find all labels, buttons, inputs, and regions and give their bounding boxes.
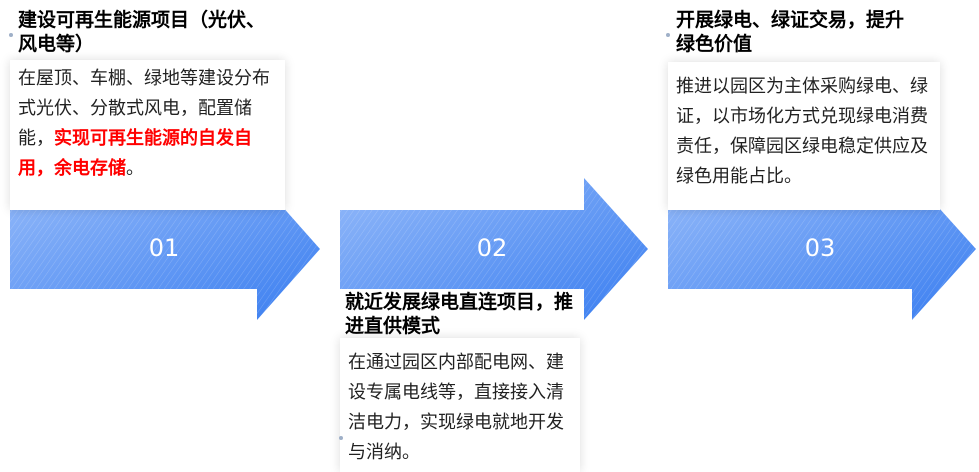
step-number-01: 01 [148,234,180,262]
arrow-01 [10,178,320,320]
step-01-body-tail: 。 [126,158,144,179]
step-01-card [10,60,285,210]
arrow-03 [668,178,976,320]
step-03-card [668,62,940,210]
step-01-body: 在屋顶、车棚、绿地等建设分布式光伏、分散式风电，配置储能，实现可再生能源的自发自… [18,64,280,184]
step-number-03: 03 [804,234,836,262]
step-02-marker [339,436,343,440]
step-01-body-text: 在屋顶、车棚、绿地等建设分布式光伏、分散式风电，配置储能， [18,68,270,149]
step-01-title: 建设可再生能源项目（光伏、风电等） [18,9,266,55]
arrow-02 [340,178,648,320]
step-02-card [340,338,580,472]
step-03-body: 推进以园区为主体采购绿电、绿证，以市场化方式兑现绿电消费责任，保障园区绿电稳定供… [676,76,928,187]
step-03-marker [666,33,670,37]
step-01-body-highlight: 实现可再生能源的自发自用，余电存储 [18,128,252,179]
step-03-title: 开展绿电、绿证交易，提升绿色价值 [676,9,905,55]
step-02-body: 在通过园区内部配电网、建设专属电线等，直接接入清洁电力，实现绿电就地开发与消纳。 [348,352,564,463]
step-number-02: 02 [476,234,508,262]
step-01-marker [9,33,13,37]
step-02-title: 就近发展绿电直连项目，推进直供模式 [345,291,574,337]
